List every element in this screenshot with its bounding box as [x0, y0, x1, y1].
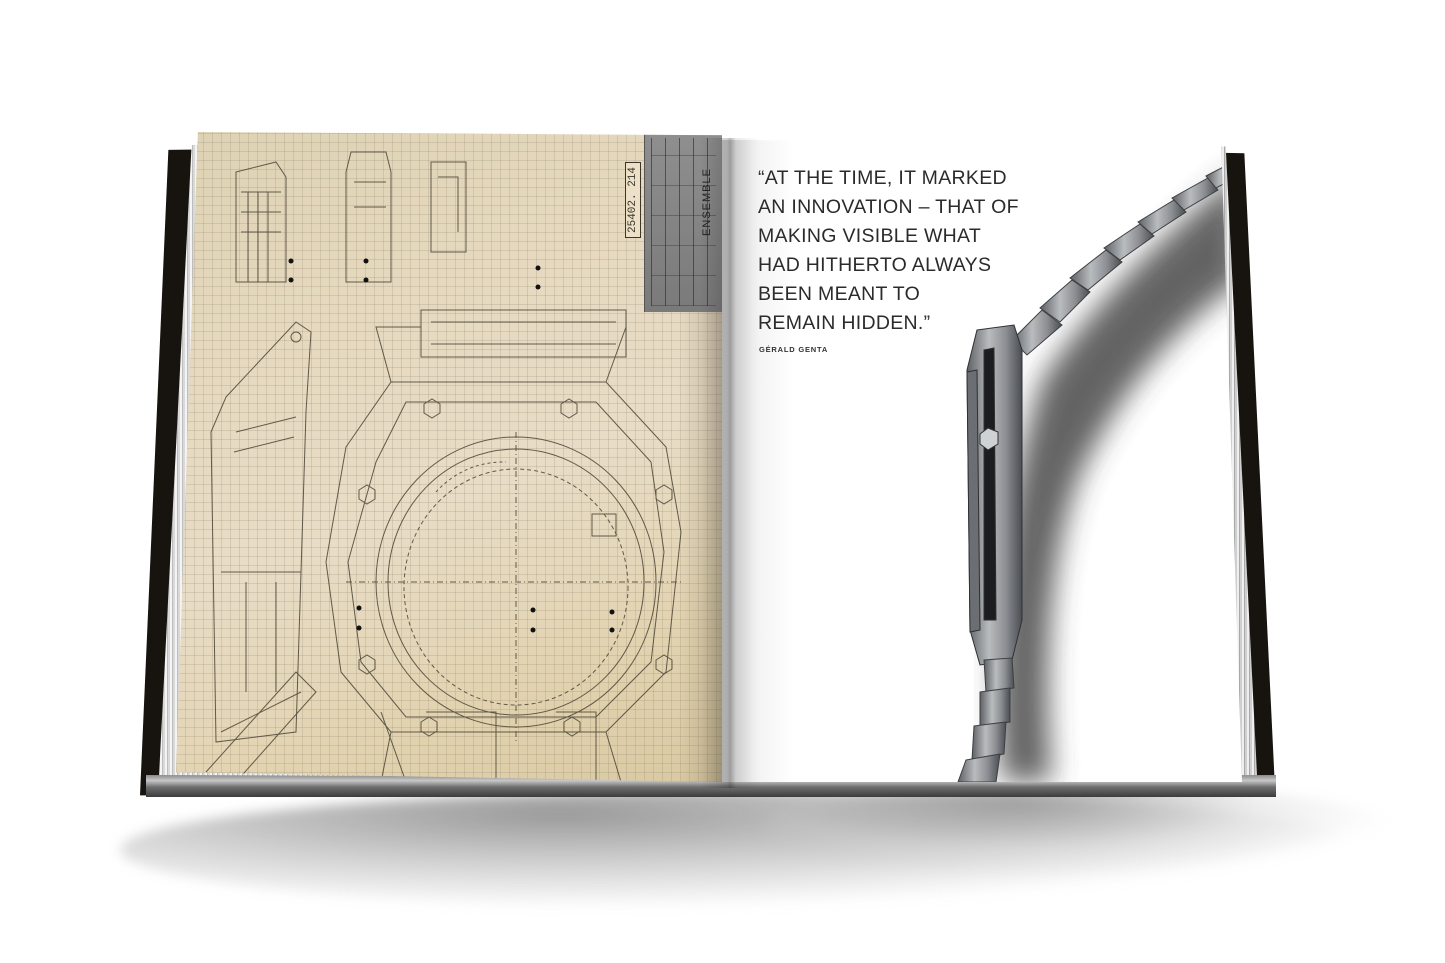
quote-line: AN INNOVATION – THAT OF	[758, 196, 1019, 218]
book-shadow-right	[760, 785, 1400, 875]
quote-line: MAKING VISIBLE WHAT	[758, 225, 982, 247]
quote-line: “AT THE TIME, IT MARKED	[758, 167, 1007, 189]
left-page-blueprint: 25402. 214 ENSEMBLE	[176, 132, 722, 782]
quote-text: “AT THE TIME, IT MARKED AN INNOVATION – …	[758, 164, 1058, 338]
blueprint-title-label: ENSEMBLE	[700, 168, 713, 236]
quote-attribution: GÉRALD GENTA	[759, 345, 829, 354]
quote-line: HAD HITHERTO ALWAYS	[758, 254, 992, 276]
blueprint-stamp-number: 25402. 214	[625, 161, 642, 239]
quote-line: REMAIN HIDDEN.”	[758, 312, 931, 334]
watch-side-profile-image	[957, 159, 1242, 782]
watch-blueprint-drawing	[205, 151, 682, 782]
blueprint-title-block: 25402. 214 ENSEMBLE	[625, 132, 722, 312]
right-page	[722, 140, 1242, 782]
quote-line: BEEN MEANT TO	[758, 283, 921, 305]
